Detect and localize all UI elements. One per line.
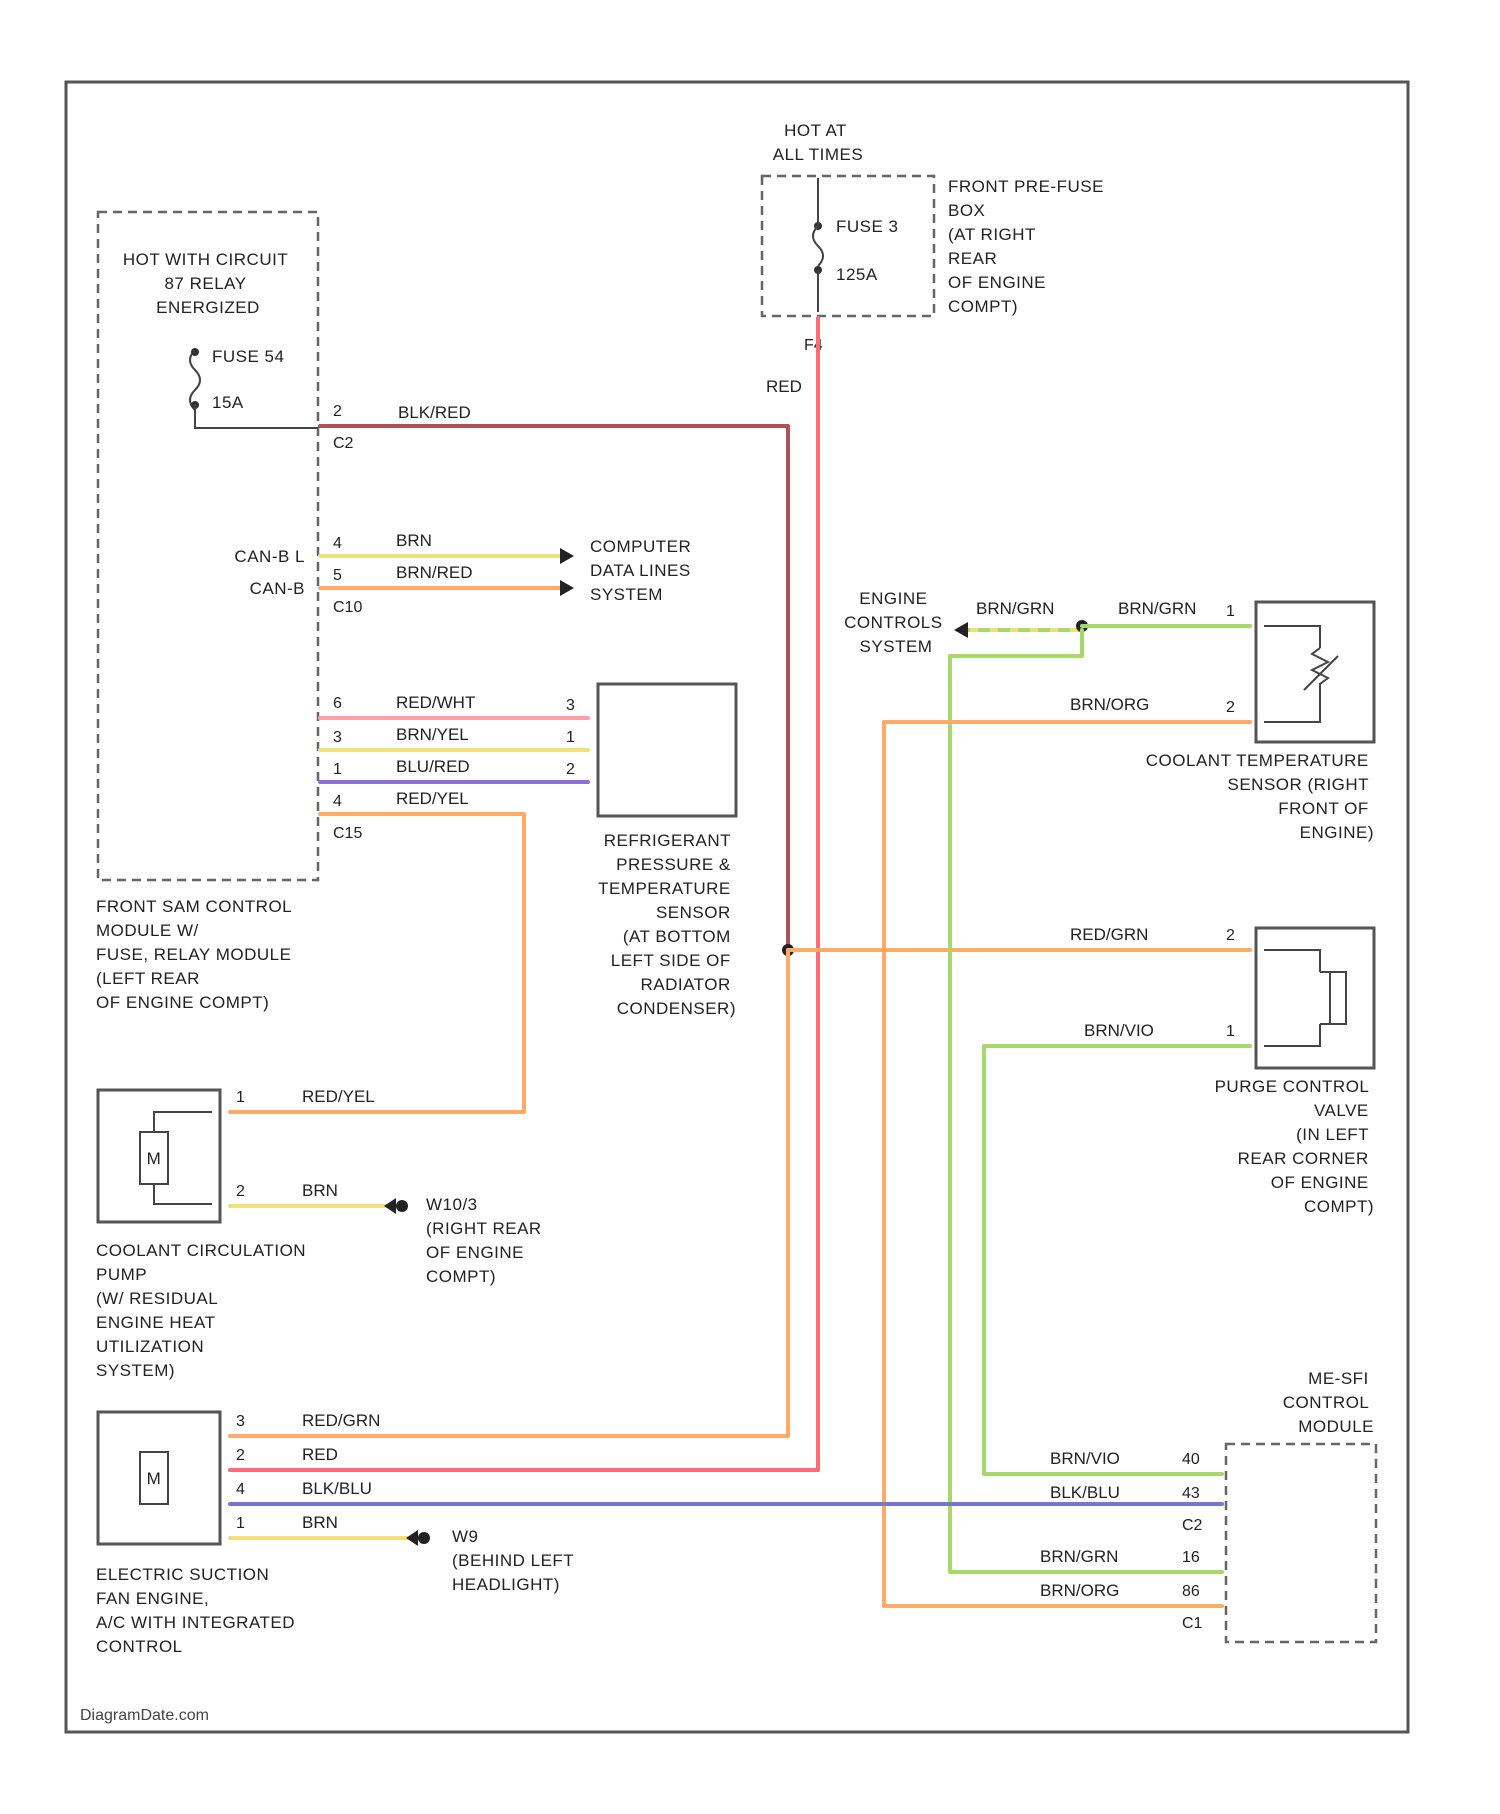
fuse-3-symbol <box>813 178 823 312</box>
wire-label-blk-blu: BLK/BLU <box>1050 1483 1120 1502</box>
pin-label: 2 <box>566 761 575 778</box>
wire-label-brn: BRN <box>302 1513 338 1532</box>
me-sfi-module <box>1226 1444 1376 1642</box>
pin-label: 3 <box>333 729 342 746</box>
pin-label: 16 <box>1182 1549 1200 1566</box>
hot-at-all-times-label: HOT AT ALL TIMES <box>773 121 863 164</box>
ground-arrow-icon <box>406 1530 418 1546</box>
connector-label: C15 <box>333 825 362 842</box>
connector-label: C2 <box>1182 1517 1203 1534</box>
wire-brn-grn-me <box>950 630 1222 1572</box>
connector-label: C1 <box>1182 1615 1203 1632</box>
wire-label-brn-grn: BRN/GRN <box>1040 1547 1118 1566</box>
wire-label-red-grn: RED/GRN <box>1070 925 1148 944</box>
ground-w10-label: W10/3 (RIGHT REAR OF ENGINE COMPT) <box>426 1195 547 1286</box>
pin-label: 3 <box>566 697 575 714</box>
wire-label-brn-red: BRN/RED <box>396 563 473 582</box>
wire-label-brn-org: BRN/ORG <box>1070 695 1149 714</box>
pin-label: 4 <box>236 1481 245 1498</box>
wire-label-brn-grn: BRN/GRN <box>1118 599 1196 618</box>
computer-data-lines-label: COMPUTER DATA LINES SYSTEM <box>590 537 697 604</box>
suction-fan-caption: ELECTRIC SUCTION FAN ENGINE, A/C WITH IN… <box>96 1565 300 1656</box>
refrigerant-sensor-box <box>598 684 736 816</box>
front-sam-label: HOT WITH CIRCUIT 87 RELAY ENERGIZED <box>123 250 293 317</box>
pin-label: 1 <box>236 1089 245 1106</box>
wire-label-blu-red: BLU/RED <box>396 757 470 776</box>
wire-label-blk-blu: BLK/BLU <box>302 1479 372 1498</box>
fuse-3-label: FUSE 3 <box>836 217 899 236</box>
arrow-icon <box>560 548 574 564</box>
coolant-pump-caption: COOLANT CIRCULATION PUMP (W/ RESIDUAL EN… <box>96 1241 311 1380</box>
wire-label-brn: BRN <box>302 1181 338 1200</box>
connector-label: C2 <box>333 435 354 452</box>
pin-label: 4 <box>333 793 342 810</box>
arrow-icon <box>560 580 574 596</box>
can-bl-label: CAN-B L <box>234 547 305 566</box>
wire-label-brn-org: BRN/ORG <box>1040 1581 1119 1600</box>
pin-label: 2 <box>1226 927 1235 944</box>
pin-label: 1 <box>566 729 575 746</box>
front-pre-fuse-caption: FRONT PRE-FUSE BOX (AT RIGHT REAR OF ENG… <box>948 177 1109 316</box>
wire-label-brn-yel: BRN/YEL <box>396 725 469 744</box>
wire-label-brn-vio: BRN/VIO <box>1084 1021 1154 1040</box>
thermistor-icon <box>1264 626 1338 722</box>
ground-point <box>396 1200 408 1212</box>
wire-label-blk-red: BLK/RED <box>398 403 471 422</box>
pin-label: 4 <box>333 535 342 552</box>
wire-label-red-grn: RED/GRN <box>302 1411 380 1430</box>
wire-label-red: RED <box>302 1445 338 1464</box>
wire-label-red-yel: RED/YEL <box>396 789 469 808</box>
pin-label: 1 <box>1226 603 1235 620</box>
wire-label-red-wht: RED/WHT <box>396 693 475 712</box>
connector-label: C10 <box>333 599 362 616</box>
ground-arrow-icon <box>384 1198 396 1214</box>
wire-label-brn: BRN <box>396 531 432 550</box>
footer-watermark: DiagramDate.com <box>80 1707 209 1724</box>
pin-label: 2 <box>1226 699 1235 716</box>
refrigerant-sensor-caption: REFRIGERANT PRESSURE & TEMPERATURE SENSO… <box>598 831 736 1018</box>
engine-controls-label: ENGINE CONTROLS SYSTEM <box>844 589 948 656</box>
ground-w9-label: W9 (BEHIND LEFT HEADLIGHT) <box>452 1527 579 1594</box>
pin-label: 43 <box>1182 1485 1200 1502</box>
fuse-3-rating: 125A <box>836 265 878 284</box>
fuse-54-rating: 15A <box>212 393 244 412</box>
pin-label: 86 <box>1182 1583 1200 1600</box>
wire-label-red-yel: RED/YEL <box>302 1087 375 1106</box>
wire-label-brn-grn: BRN/GRN <box>976 599 1054 618</box>
pin-label: 2 <box>236 1183 245 1200</box>
wire-label-brn-vio: BRN/VIO <box>1050 1449 1120 1468</box>
wire-label-red: RED <box>766 377 802 396</box>
me-sfi-label: ME-SFI CONTROL MODULE <box>1283 1369 1374 1436</box>
pin-label: 1 <box>333 761 342 778</box>
pin-label: 2 <box>333 403 342 420</box>
motor-symbol: M <box>147 1149 162 1168</box>
fuse-54-label: FUSE 54 <box>212 347 284 366</box>
pin-label: 40 <box>1182 1451 1200 1468</box>
front-pre-fuse-box <box>762 176 934 316</box>
pin-label: 1 <box>236 1515 245 1532</box>
pin-label: 5 <box>333 567 342 584</box>
ground-point <box>418 1532 430 1544</box>
purge-valve-caption: PURGE CONTROL VALVE (IN LEFT REAR CORNER… <box>1215 1077 1374 1216</box>
solenoid-icon <box>1264 950 1346 1046</box>
can-b-label: CAN-B <box>250 579 305 598</box>
pin-label: 1 <box>1226 1023 1235 1040</box>
coolant-temp-sensor-caption: COOLANT TEMPERATURE SENSOR (RIGHT FRONT … <box>1146 751 1374 842</box>
pin-label: 2 <box>236 1447 245 1464</box>
front-sam-caption: FRONT SAM CONTROL MODULE W/ FUSE, RELAY … <box>96 897 297 1012</box>
wire-brn-vio-purge <box>984 1046 1250 1474</box>
arrow-icon <box>954 622 968 638</box>
pin-label: 6 <box>333 695 342 712</box>
motor-symbol: M <box>147 1469 162 1488</box>
pin-label: 3 <box>236 1413 245 1430</box>
